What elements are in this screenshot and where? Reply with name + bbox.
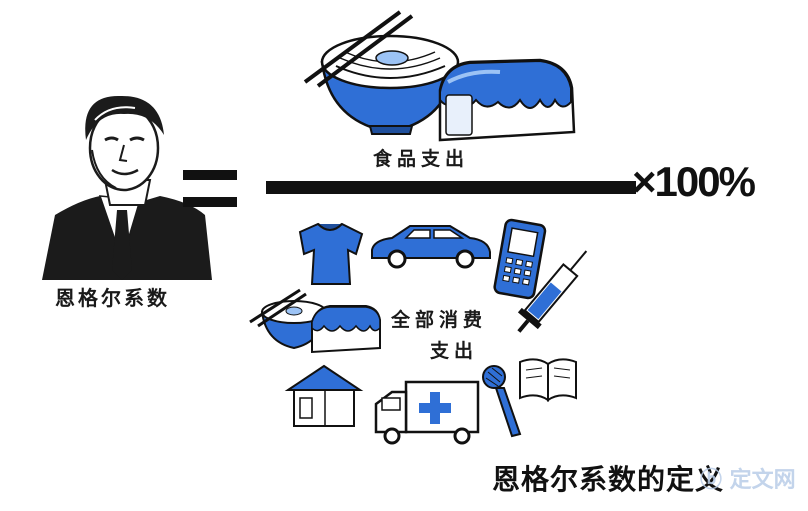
denominator-label-line1: 全部消费 [391, 309, 488, 331]
equals-sign [183, 170, 237, 207]
mobile-phone-icon [493, 218, 547, 300]
open-book-icon [519, 358, 577, 402]
watermark: ⓑ 定文网 [700, 468, 796, 493]
denominator-label-line2: 支出 [430, 340, 479, 362]
syringe-icon [517, 250, 588, 333]
person-caption: 恩格尔系数 [55, 286, 170, 310]
footer-title: 恩格尔系数的定义 [492, 463, 725, 496]
multiplier-text: ×100% [632, 158, 756, 205]
fraction-bar [266, 181, 636, 194]
tshirt-icon [298, 222, 364, 285]
microphone-icon [482, 365, 522, 438]
noodle-bowl-icon [303, 10, 460, 135]
person-portrait-icon [40, 95, 212, 280]
bread-loaf-icon [438, 58, 576, 142]
house-icon [284, 364, 364, 427]
noodle-bowl-small-icon [249, 288, 328, 350]
car-icon [371, 225, 491, 269]
ambulance-icon [374, 380, 480, 445]
numerator-label: 食品支出 [373, 148, 470, 170]
bread-loaf-small-icon [311, 305, 381, 354]
